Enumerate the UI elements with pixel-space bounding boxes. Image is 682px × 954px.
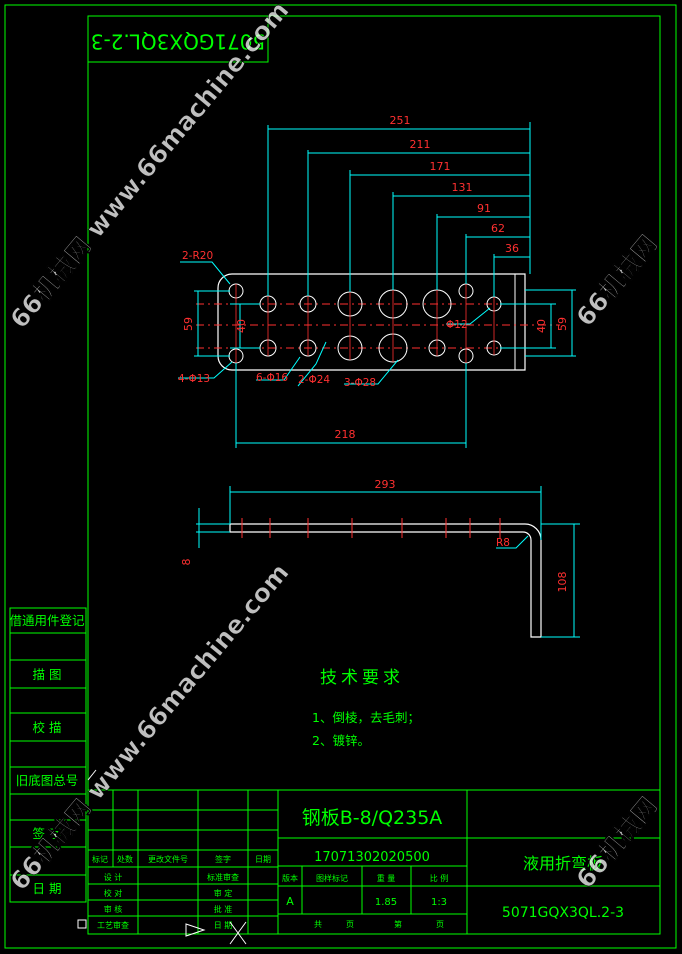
strip-date: 日 期	[33, 881, 62, 896]
sign-label: 校 对	[104, 888, 123, 898]
rev-header: 更改文件号	[148, 854, 188, 864]
dim-36: 36	[505, 242, 519, 255]
title-drawing-number: 5071GQX3QL.2-3	[502, 905, 624, 921]
hole-notes: 2-R20 4-Φ13 6-Φ16 2-Φ24 3-Φ28 Φ12	[178, 250, 468, 389]
dim-211: 211	[410, 138, 431, 151]
stage-header: 重 量	[377, 873, 396, 883]
bottom-dimension	[235, 363, 467, 448]
top-number-box: 5071GQX3QL.2-3	[87, 15, 269, 63]
dim-left-inner: 40	[235, 319, 248, 333]
title-block-texts: 钢板B-8/Q235A 17071302020500 液用折弯板 5071GQX…	[92, 807, 624, 930]
dim-bend-radius: R8	[496, 537, 510, 549]
rev-header: 标记	[92, 854, 108, 864]
part-code: 17071302020500	[314, 850, 430, 865]
side-hole-marks	[241, 518, 501, 538]
plan-view	[196, 273, 560, 371]
strip-trace: 描 图	[33, 667, 62, 682]
side-dimensions-lines	[196, 486, 580, 638]
dim-91: 91	[477, 202, 491, 215]
sign-label: 审 核	[104, 904, 123, 914]
tech-item-2: 2、镀锌。	[312, 733, 370, 748]
top-dimensions	[267, 122, 531, 297]
strip-old-number: 旧底图总号	[16, 773, 79, 788]
left-strip-labels: 借通用件登记 描 图 校 描 旧底图总号 签 字 日 期	[9, 613, 85, 896]
note-3-holes: 3-Φ28	[344, 377, 376, 389]
strip-check: 校 描	[33, 720, 62, 735]
stage-value: 1:3	[431, 897, 447, 908]
plate-outline	[217, 273, 526, 371]
top-drawing-number: 5071GQX3QL.2-3	[91, 30, 265, 54]
side-view: 293 8 R8 108	[180, 478, 580, 638]
strip-sign: 签 字	[33, 826, 62, 841]
material-spec: 钢板B-8/Q235A	[302, 807, 443, 829]
sign-label: 审 定	[214, 888, 233, 898]
stage-header: 图样标记	[316, 873, 348, 883]
rev-header: 日期	[255, 855, 271, 864]
stage-header: 比 例	[430, 873, 449, 883]
dim-171: 171	[430, 160, 451, 173]
sheet-label: 共	[314, 920, 322, 929]
dim-218: 218	[335, 428, 356, 441]
dim-293: 293	[375, 478, 396, 491]
watermark-right-bottom: 66机械网	[570, 791, 663, 894]
left-strip	[9, 607, 87, 903]
leader-lines	[178, 261, 491, 387]
watermark-right-top: 66机械网	[570, 229, 663, 332]
stage-value: A	[286, 895, 294, 908]
outer-frame	[4, 4, 677, 949]
rev-header: 签字	[215, 854, 231, 864]
part-name: 液用折弯板	[523, 854, 603, 873]
note-2-holes: 2-Φ24	[298, 374, 330, 386]
sign-label: 设 计	[104, 872, 123, 882]
side-dimensions	[194, 289, 576, 357]
stage-header: 版本	[282, 873, 298, 883]
note-radius: 2-R20	[182, 250, 213, 262]
dim-thickness: 8	[180, 559, 193, 566]
watermarks: 66机械网 www.66machine.com 66机械网 www.66mach…	[4, 0, 663, 896]
strip-borrow: 借通用件登记	[9, 613, 85, 628]
sheet-label: 页	[436, 920, 444, 929]
note-6-holes: 6-Φ16	[256, 372, 288, 384]
dim-right-outer: 59	[556, 317, 569, 331]
tech-item-1: 1、倒棱，去毛刺；	[312, 710, 420, 725]
note-4-holes: 4-Φ13	[178, 373, 210, 385]
sheet-label: 页	[346, 920, 354, 929]
tech-requirements: 技术要求 1、倒棱，去毛刺； 2、镀锌。	[312, 668, 420, 748]
dim-right-inner: 40	[535, 319, 548, 333]
projection-symbol	[77, 769, 247, 945]
note-12-hole: Φ12	[446, 319, 468, 331]
sign-label: 批 准	[214, 904, 233, 914]
sheet-label: 第	[394, 919, 402, 929]
dim-108: 108	[556, 572, 569, 593]
tech-title: 技术要求	[320, 668, 404, 688]
top-dimension-labels: 251 211 171 131 91 62 36	[390, 114, 520, 255]
title-block	[87, 789, 661, 935]
sign-label: 标准审查	[207, 872, 239, 882]
dim-left-outer: 59	[182, 317, 195, 331]
sign-label: 工艺审查	[97, 920, 129, 930]
dim-251: 251	[390, 114, 411, 127]
dim-62: 62	[491, 222, 505, 235]
rev-header: 处数	[117, 854, 133, 864]
stage-value: 1.85	[375, 897, 397, 908]
sign-label: 日 期	[214, 921, 233, 930]
dim-131: 131	[452, 181, 473, 194]
hole-crosses	[235, 284, 495, 363]
